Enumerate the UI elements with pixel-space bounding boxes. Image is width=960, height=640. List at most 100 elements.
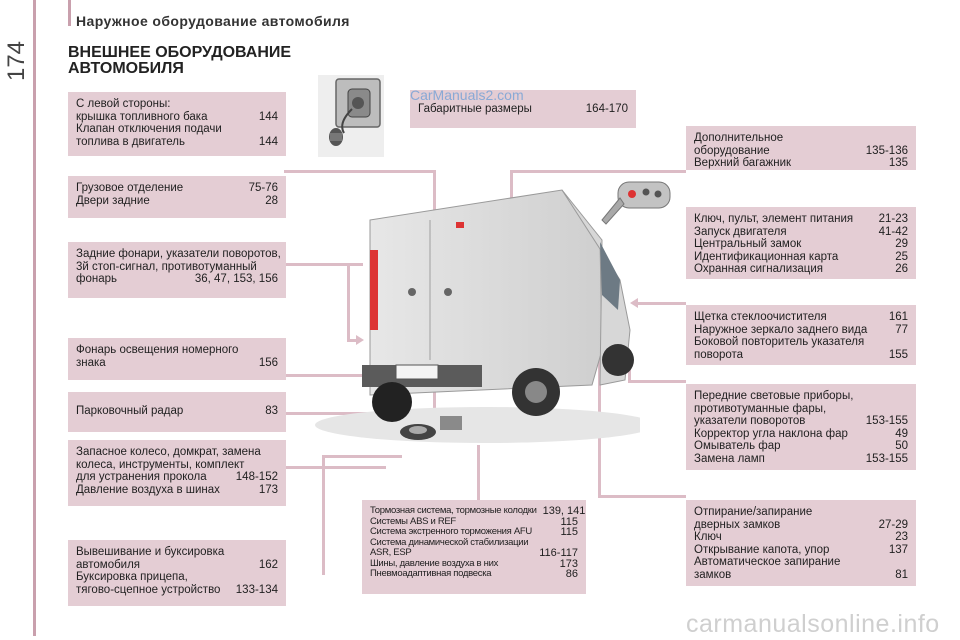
page-ref: 26 [895,263,908,275]
connector [598,495,686,498]
item-text: противотуманные фары, [694,402,827,415]
info-line: колеса, инструменты, комплект [76,459,278,472]
item-text: фонарь [76,273,117,285]
info-line: Запасное колесо, домкрат, замена [76,446,278,459]
connector [638,302,686,305]
info-box-spare-wheel: Запасное колесо, домкрат, замена колеса,… [68,440,286,506]
info-line: Вывешивание и буксировка [76,546,278,559]
item-text: Давление воздуха в шинах [76,483,220,496]
connector [510,170,686,173]
connector [322,455,402,458]
item-text: Передние световые приборы, [694,390,854,402]
info-line: Пневмоадаптивная подвеска 86 [370,568,578,580]
page-ref: 75-76 [248,182,278,194]
connector [598,262,601,498]
item-text: С левой стороны: [76,98,171,110]
info-line: 3й стоп-сигнал, противотуманный [76,261,278,274]
item-text: Грузовое отделение [76,182,184,194]
page-ref: 25 [895,250,908,263]
item-text: Пневмоадаптивная подвеска [370,568,492,579]
info-line: противотуманные фары, [694,403,908,416]
page-ref: 77 [895,323,908,336]
page-ref: 148-152 [235,471,278,483]
item-text: Система динамической стабилизации [370,536,529,548]
item-text: Шины, давление воздуха в них [370,557,499,569]
item-text: Открывание капота, упор [694,543,830,556]
page-ref: 86 [565,568,578,580]
page-ref: 81 [895,568,908,581]
item-text: Ключ [694,531,722,543]
page-ref: 29 [895,238,908,250]
item-text: знака [76,356,106,369]
item-text: Системы ABS и REF [370,515,456,527]
page-ref: 133-134 [235,583,278,596]
connector [477,445,480,503]
item-text: Фонарь освещения номерного [76,344,239,356]
item-text: указатели поворотов [694,415,806,427]
info-line: Давление воздуха в шинах 173 [76,484,278,497]
page-ref: 173 [258,483,278,496]
item-text: Ключ, пульт, элемент питания [694,213,854,225]
page-ref: 23 [895,531,908,543]
page-title: ВНЕШНЕЕ ОБОРУДОВАНИЕ АВТОМОБИЛЯ [68,45,291,77]
item-text: дверных замков [694,518,781,531]
connector [284,263,363,266]
section-header: Наружное оборудование автомобиля [76,13,350,29]
pointer-arrow [630,298,638,308]
page-number: 174 [3,40,30,82]
item-text: Тормозная система, тормозные колодки [370,505,537,516]
info-box-rear-lights: Задние фонари, указатели поворотов, 3й с… [68,242,286,298]
page-ref: 139, 141 [542,505,586,517]
item-text: Система экстренного торможения AFU [370,526,532,537]
item-text: Задние фонари, указатели поворотов, [76,248,281,260]
item-text: ASR, ESP [370,547,412,558]
page-ref: 155 [888,348,908,361]
item-text: замков [694,568,732,581]
item-text: крышка топливного бака [76,110,208,123]
info-line: тягово-сцепное устройство 133-134 [76,584,278,597]
info-line: Задние фонари, указатели поворотов, [76,248,281,261]
info-line: Передние световые приборы, [694,390,908,403]
item-text: тягово-сцепное устройство [76,583,221,596]
info-line: Боковой повторитель указателя [694,336,908,349]
connector [284,466,386,469]
item-text: Замена ламп [694,452,765,465]
connector [322,455,325,575]
info-box-brakes: Тормозная система, тормозные колодки 139,… [362,500,586,594]
info-line: Система динамической стабилизации [370,536,578,549]
item-text: Корректор угла наклона фар [694,427,848,440]
item-text: Наружное зеркало заднего вида [694,323,868,336]
item-text: Омыватель фар [694,440,781,452]
info-line: Ключ 23 [694,531,908,544]
info-line: Отпирание/запирание [694,506,908,519]
page-ref: 83 [265,405,278,417]
page-ref: 28 [265,194,278,207]
item-text: Габаритные размеры [418,103,532,115]
connector [347,339,357,342]
item-text: Дополнительное [694,132,784,144]
